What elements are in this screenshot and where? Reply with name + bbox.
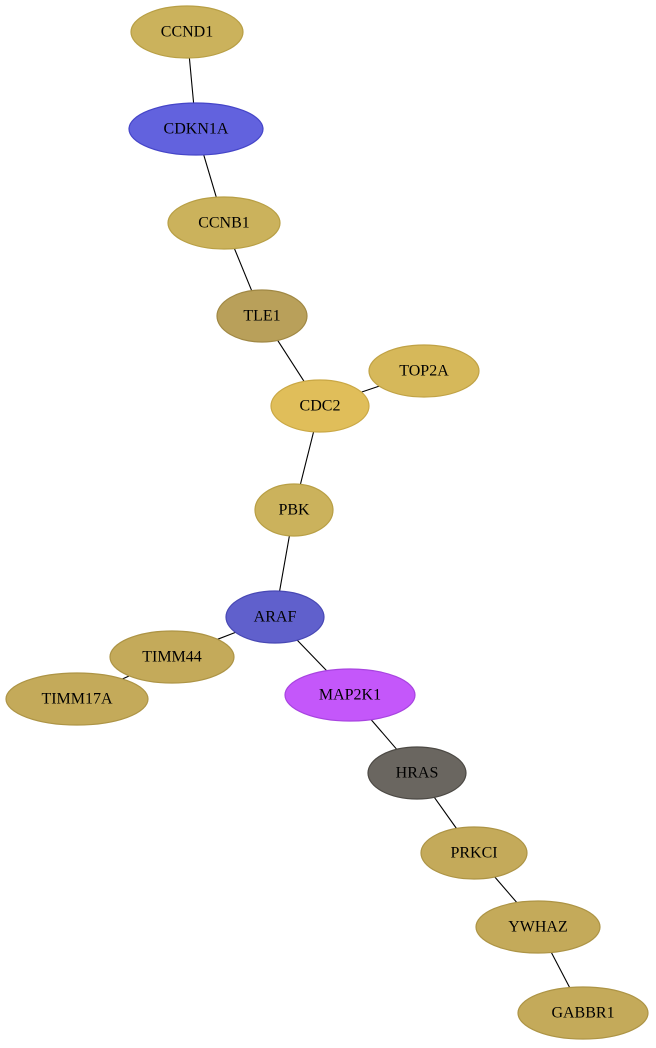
node-ellipse — [254, 483, 334, 537]
edge-ccnd1-cdkn1a — [188, 57, 195, 104]
edge-araf-timm44 — [217, 631, 236, 640]
node-tle1[interactable]: TLE1 — [216, 289, 308, 343]
node-gabbr1[interactable]: GABBR1 — [517, 986, 649, 1040]
node-label: GABBR1 — [551, 1005, 614, 1022]
node-ccnd1[interactable]: CCND1 — [130, 5, 244, 59]
edge-araf-map2k1 — [296, 639, 328, 672]
node-label: TIMM17A — [41, 691, 113, 708]
edge-map2k1-hras — [370, 719, 398, 750]
node-ellipse — [225, 590, 325, 644]
node-label: CDKN1A — [164, 121, 229, 138]
node-ellipse — [109, 630, 235, 684]
node-ellipse — [284, 668, 416, 722]
node-label: CCNB1 — [198, 215, 250, 232]
node-label: MAP2K1 — [319, 687, 381, 704]
node-label: CDC2 — [300, 398, 341, 415]
node-ccnb1[interactable]: CCNB1 — [167, 196, 281, 250]
node-ellipse — [167, 196, 281, 250]
node-label: TIMM44 — [142, 649, 202, 666]
edge-cdkn1a-ccnb1 — [203, 154, 217, 198]
edge-timm44-timm17a — [122, 675, 130, 680]
edge-pbk-araf — [279, 535, 290, 592]
edge-tle1-cdc2 — [277, 340, 305, 382]
edge-layer — [122, 57, 571, 988]
node-pbk[interactable]: PBK — [254, 483, 334, 537]
node-timm44[interactable]: TIMM44 — [109, 630, 235, 684]
node-ellipse — [270, 379, 370, 433]
node-ellipse — [128, 102, 264, 156]
edge-ywhaz-gabbr1 — [550, 952, 571, 988]
node-ellipse — [368, 344, 480, 398]
node-label: TOP2A — [399, 363, 449, 380]
node-label: PRKCI — [450, 845, 497, 862]
edge-prkci-ywhaz — [494, 876, 518, 903]
node-top2a[interactable]: TOP2A — [368, 344, 480, 398]
node-timm17a[interactable]: TIMM17A — [5, 672, 149, 726]
node-label: CCND1 — [161, 24, 213, 41]
node-ellipse — [517, 986, 649, 1040]
edge-hras-prkci — [433, 796, 457, 829]
edge-cdc2-pbk — [299, 431, 315, 485]
node-hras[interactable]: HRAS — [367, 746, 467, 800]
node-label: YWHAZ — [508, 919, 568, 936]
node-label: PBK — [278, 502, 310, 519]
node-label: HRAS — [396, 765, 439, 782]
node-ellipse — [216, 289, 308, 343]
node-ywhaz[interactable]: YWHAZ — [475, 900, 601, 954]
node-map2k1[interactable]: MAP2K1 — [284, 668, 416, 722]
node-label: ARAF — [254, 609, 297, 626]
node-label: TLE1 — [243, 308, 280, 325]
node-cdc2[interactable]: CDC2 — [270, 379, 370, 433]
node-araf[interactable]: ARAF — [225, 590, 325, 644]
node-ellipse — [5, 672, 149, 726]
node-ellipse — [367, 746, 467, 800]
node-cdkn1a[interactable]: CDKN1A — [128, 102, 264, 156]
node-ellipse — [130, 5, 244, 59]
node-prkci[interactable]: PRKCI — [420, 826, 528, 880]
node-ellipse — [475, 900, 601, 954]
edge-cdc2-top2a — [361, 385, 380, 393]
edge-ccnb1-tle1 — [233, 248, 253, 291]
node-ellipse — [420, 826, 528, 880]
